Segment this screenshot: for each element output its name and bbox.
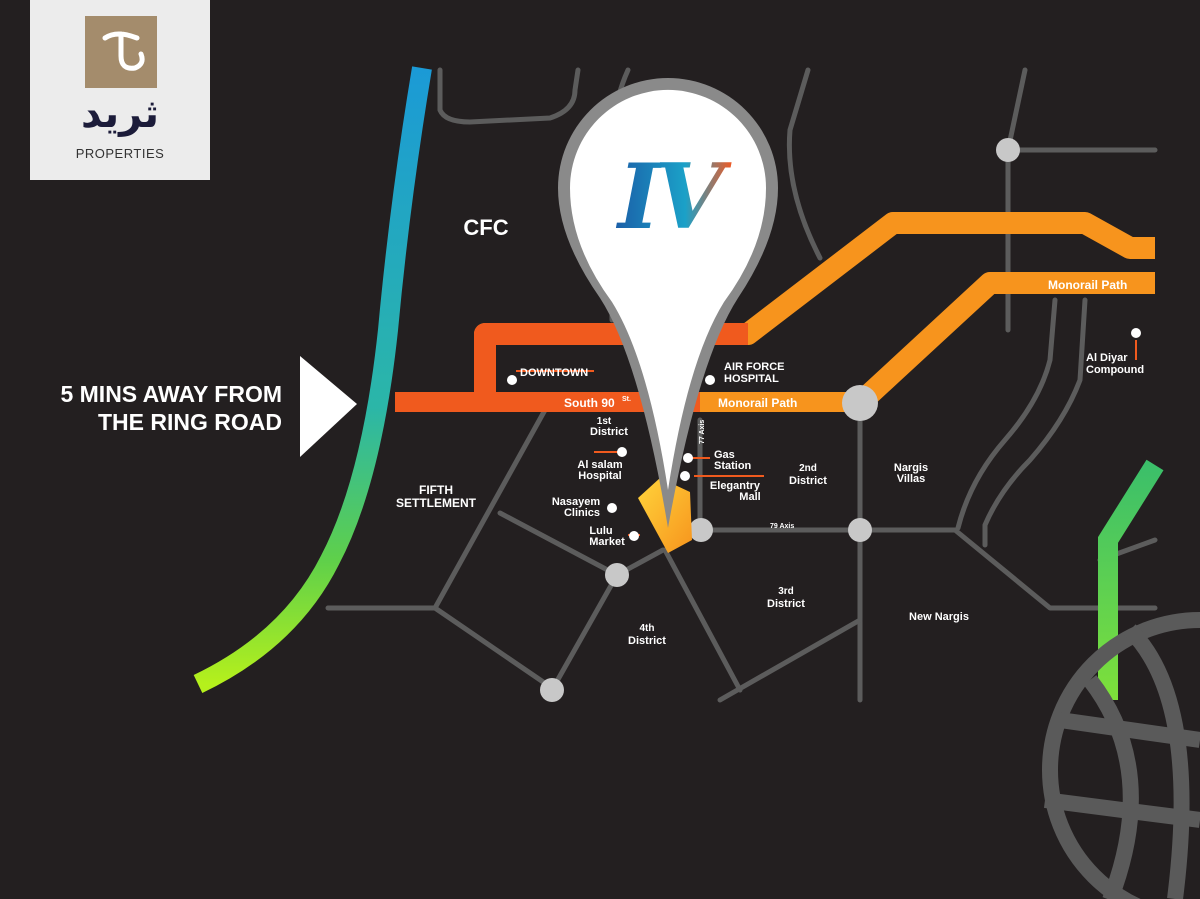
project-site [638,478,692,553]
brand-subtitle: PROPERTIES [75,146,165,161]
ring-road [193,66,432,694]
headline-line-2: THE RING ROAD [98,409,282,435]
monorail-upper-route [852,272,1155,412]
label-nargis-villas-1: Nargis [894,462,928,474]
label-elegantry-1: Elegantry [710,480,761,492]
label-al-salam-2: Hospital [578,470,621,482]
label-cfc: CFC [463,215,508,240]
map-labels: CFC DOWNTOWN AIR FORCE HOSPITAL South 90… [396,215,1144,647]
label-monorail-lower: Monorail Path [718,396,797,410]
brand-arabic-name: ثريد [80,91,160,137]
headline: 5 MINS AWAY FROM THE RING ROAD [20,380,282,436]
project-logo: IV [615,144,732,250]
label-lulu-1: Lulu [589,525,612,537]
label-nasayem-2: Clinics [564,507,600,519]
label-lulu-2: Market [589,536,625,548]
place-markers [507,328,1141,541]
label-fifth-settlement-1: FIFTH [419,483,453,497]
label-gas-1: Gas [714,449,735,461]
label-nasayem-1: Nasayem [552,496,601,508]
label-second-district-num: 2nd [799,463,817,474]
label-axis-79: 79 Axis [770,523,794,530]
headline-line-1: 5 MINS AWAY FROM [60,381,282,407]
brand-logo: ثريد PROPERTIES [30,0,210,180]
label-elegantry-2: Mall [739,491,760,503]
label-gas-2: Station [714,460,752,472]
label-monorail-upper: Monorail Path [1048,278,1127,292]
label-third-district-num: 3rd [778,586,794,597]
gray-roads [325,67,1158,703]
label-new-nargis: New Nargis [909,611,969,623]
label-south-90: South 90 [564,396,615,410]
label-downtown: DOWNTOWN [520,367,588,379]
label-fifth-settlement-2: SETTLEMENT [396,496,477,510]
label-fourth-district: District [628,635,666,647]
right-arrow-icon [300,356,357,457]
label-al-diyar-1: Al Diyar [1086,352,1128,364]
label-air-force-1: AIR FORCE [724,361,785,373]
brand-monogram [102,31,145,71]
label-south-90-suffix: St. [622,396,631,403]
location-pin-icon: IV [558,78,778,528]
label-al-salam-1: Al salam [577,459,622,471]
brand-mark-icon [85,16,157,88]
label-first-district-num: 1st [597,416,612,427]
road-junctions [540,138,1020,702]
globe-icon [1042,612,1200,899]
label-second-district: District [789,475,827,487]
label-third-district: District [767,598,805,610]
label-first-district: District [590,426,628,438]
label-air-force-2: HOSPITAL [724,373,779,385]
label-al-diyar-2: Compound [1086,364,1144,376]
label-nargis-villas-2: Villas [897,473,926,485]
label-fourth-district-num: 4th [640,623,655,634]
label-axis-77: 77 Axis [699,420,706,444]
